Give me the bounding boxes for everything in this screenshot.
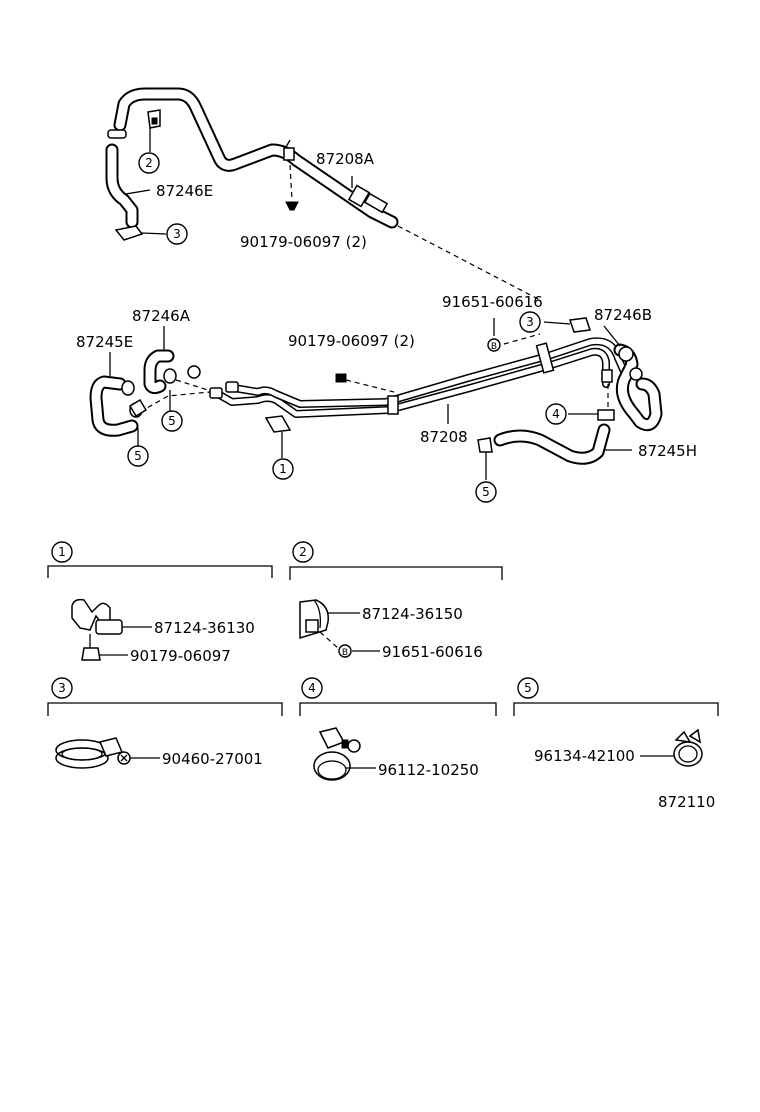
label-87246E: 87246E [156,182,213,200]
callout-4-right: 4 [545,403,567,425]
bolt-b-mid [493,318,541,345]
clamp-96112-10250 [313,727,361,781]
svg-text:5: 5 [524,681,532,695]
hose-87208A [107,87,399,229]
label-96134-42100: 96134-42100 [534,747,635,765]
hose-87246E [105,143,139,229]
bolt-b-detail: B [319,631,352,658]
svg-text:3: 3 [58,681,66,695]
detail-1: 1 87124-36130 90179-06097 [47,541,273,665]
clip-mid-5 [477,437,493,480]
svg-text:1: 1 [279,462,287,476]
svg-text:4: 4 [552,407,560,421]
label-87245H: 87245H [638,442,697,460]
svg-text:4: 4 [308,681,316,695]
clamp-top [114,225,167,241]
label-87124-36130: 87124-36130 [154,619,255,637]
label-90179-top: 90179-06097 (2) [240,233,367,251]
callout-3-right: 3 [519,311,541,333]
label-90460-27001: 90460-27001 [162,750,263,768]
dashed-guide-1 [397,225,541,301]
svg-text:3: 3 [526,315,534,329]
svg-text:5: 5 [134,449,142,463]
label-90179-06097: 90179-06097 [130,647,231,665]
leader-lines [109,176,632,451]
clamp-right-4 [568,384,615,421]
dashed-guide-3 [175,379,209,391]
svg-text:1: 1 [58,545,66,559]
clip-top [147,109,161,152]
callout-3-top: 3 [166,223,188,245]
callout-b-mid: B [487,338,501,352]
svg-text:2: 2 [145,156,153,170]
figure-id: 872110 [658,793,715,811]
label-96112-10250: 96112-10250 [378,761,479,779]
svg-text:3: 3 [173,227,181,241]
bracket-87124-36130 [71,598,123,661]
callout-5-mid: 5 [475,481,497,503]
callout-1-mid: 1 [272,458,294,480]
callout-5-left-a: 5 [161,410,183,432]
svg-text:5: 5 [482,485,490,499]
detail-5: 5 96134-42100 [513,677,719,767]
hose-87246A [143,349,201,395]
svg-text:B: B [342,648,348,658]
detail-3: 3 90460-27001 [47,677,283,769]
label-87246B: 87246B [594,306,652,324]
clip-96134-42100 [673,728,703,767]
svg-text:B: B [491,342,497,352]
detail-4: 4 96112-10250 [299,677,497,781]
detail-2: 2 B 87124-36150 91651-60616 [289,541,503,661]
label-90179-mid: 90179-06097 (2) [288,332,415,350]
clip-87124-36150 [299,599,329,640]
svg-text:2: 2 [299,545,307,559]
callout-2-top: 2 [138,152,160,174]
nut-top [285,164,299,211]
label-91651-mid: 91651-60616 [442,293,543,311]
bracket-mid-1 [264,415,292,458]
label-87124-36150: 87124-36150 [362,605,463,623]
clamp-right-3 [543,317,592,333]
label-91651-detail: 91651-60616 [382,643,483,661]
clip-left-5 [128,398,148,418]
label-87208: 87208 [420,428,468,446]
label-87245E: 87245E [76,333,133,351]
dashed-guide-2 [139,391,211,413]
callout-5-left-b: 5 [127,445,149,467]
clamp-90460-27001 [55,737,131,769]
nut-mid [335,373,395,393]
pipe-87208 [209,337,630,418]
hose-87245H [493,423,611,465]
hose-87246B [613,343,663,432]
label-87246A: 87246A [132,307,191,325]
label-87208A: 87208A [316,150,375,168]
svg-text:5: 5 [168,414,176,428]
